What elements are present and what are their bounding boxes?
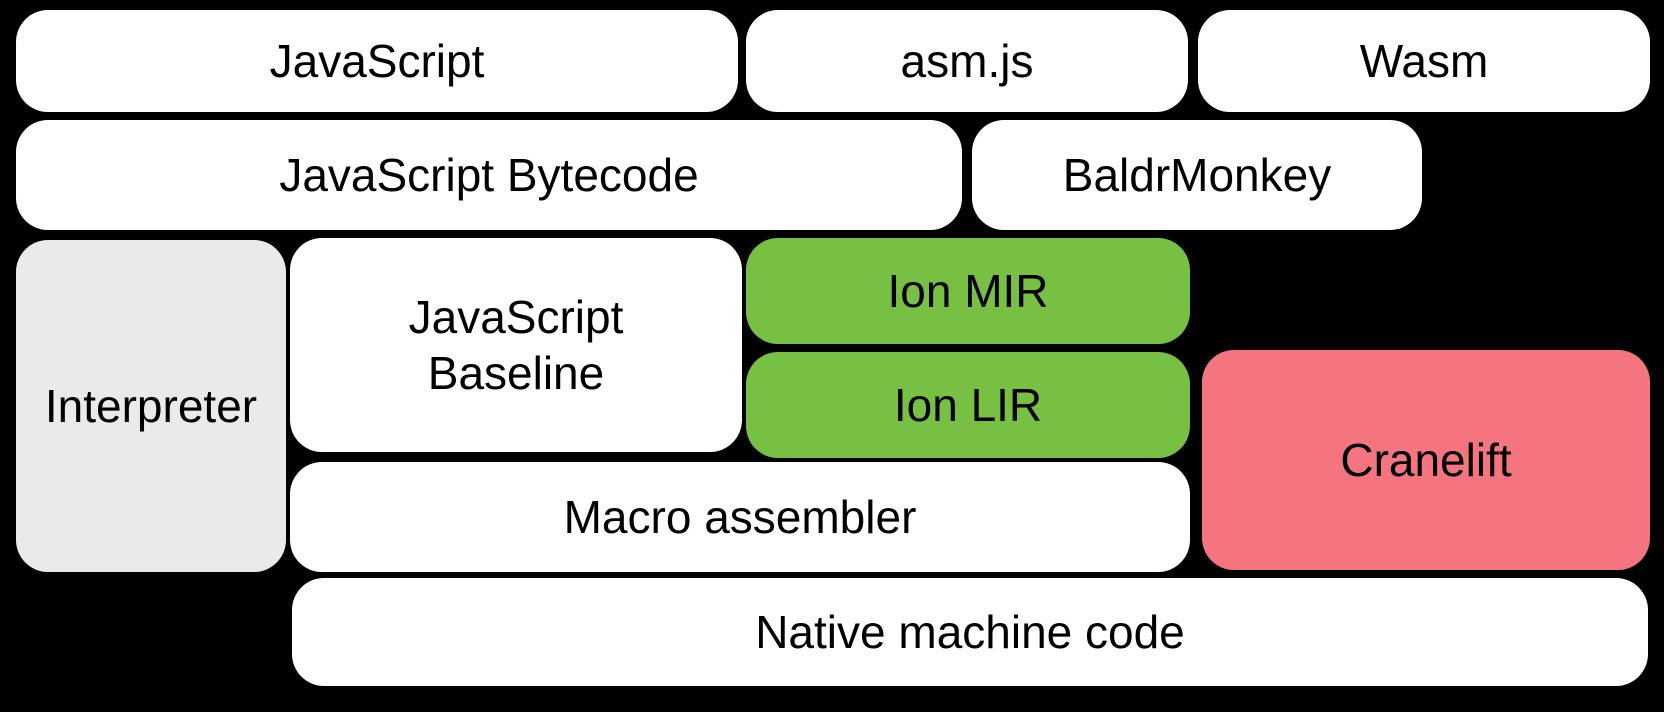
node-javascript: JavaScript (16, 10, 738, 112)
node-macro-assembler: Macro assembler (290, 462, 1190, 572)
node-javascript-baseline: JavaScript Baseline (290, 238, 742, 452)
node-baldrmonkey: BaldrMonkey (972, 120, 1422, 230)
node-cranelift: Cranelift (1202, 350, 1650, 570)
node-ion-mir: Ion MIR (746, 238, 1190, 344)
node-native-machine-code: Native machine code (292, 578, 1648, 686)
node-wasm: Wasm (1198, 10, 1650, 112)
node-interpreter: Interpreter (16, 240, 286, 572)
node-ion-lir: Ion LIR (746, 352, 1190, 458)
node-javascript-bytecode: JavaScript Bytecode (16, 120, 962, 230)
node-asmjs: asm.js (746, 10, 1188, 112)
